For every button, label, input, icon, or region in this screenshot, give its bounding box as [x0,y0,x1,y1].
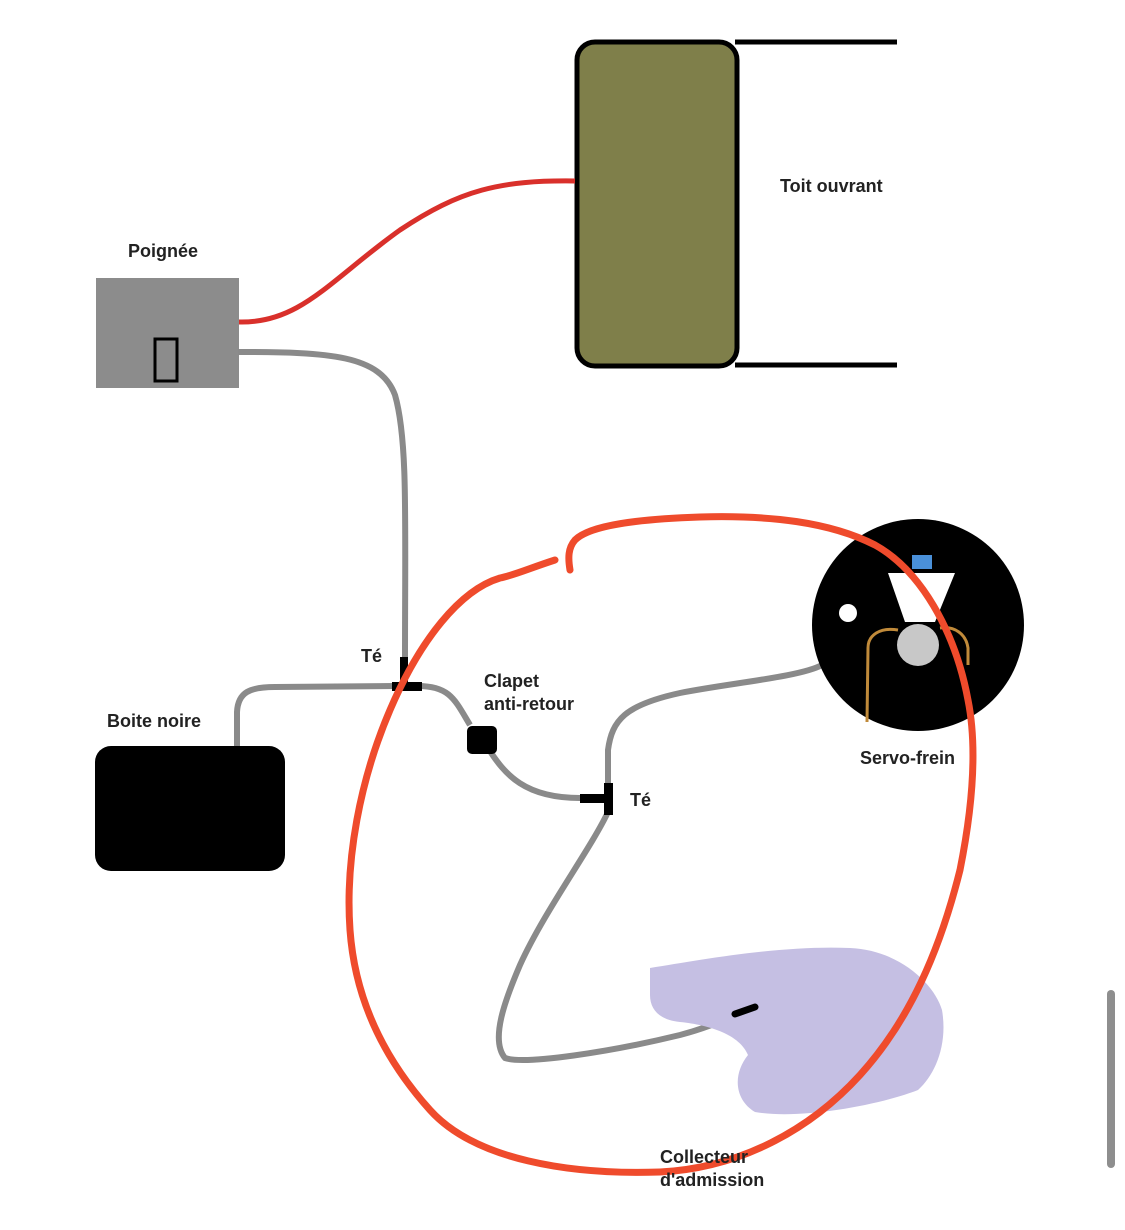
servo-pushrod-knob [897,624,939,666]
hose-valve-to-tee2 [485,746,581,801]
annotation-circle [345,513,977,1176]
tee-fitting-1-bar [392,682,422,691]
hose-handle-to-sunroof [237,178,576,325]
hose-tee2-to-servo [605,612,851,788]
hose-handle-to-tee [237,349,409,661]
label-collecteur-line1: Collecteur [660,1147,749,1167]
manifold-nozzle [731,1003,759,1018]
intake-manifold [650,947,944,1115]
handle-box [96,278,239,388]
sunroof-actuator [574,39,740,369]
check-valve [467,726,497,754]
label-boite-noire: Boite noire [107,711,202,731]
tee-fitting-2-bar [580,794,612,803]
label-clapet-line2: anti-retour [484,694,574,714]
label-clapet-line1: Clapet [484,671,540,691]
handle-lever [153,337,179,383]
hose-tee-to-valve [417,683,473,727]
vertical-scrollbar[interactable] [1107,990,1115,1168]
label-poignee: Poignée [128,241,199,261]
label-toit-ouvrant: Toit ouvrant [780,176,883,196]
tee-fitting-1 [400,657,408,687]
label-te-1: Té [361,646,383,666]
label-collecteur-line2: d'admission [660,1170,765,1190]
servo-accent [912,555,932,569]
hose-blackbox-to-tee [234,683,396,748]
label-te-2: Té [630,790,652,810]
servo-vacuum-port [839,604,857,622]
label-servo-frein: Servo-frein [860,748,956,768]
black-box [95,746,285,871]
hose-tee2-to-manifold [495,810,747,1063]
